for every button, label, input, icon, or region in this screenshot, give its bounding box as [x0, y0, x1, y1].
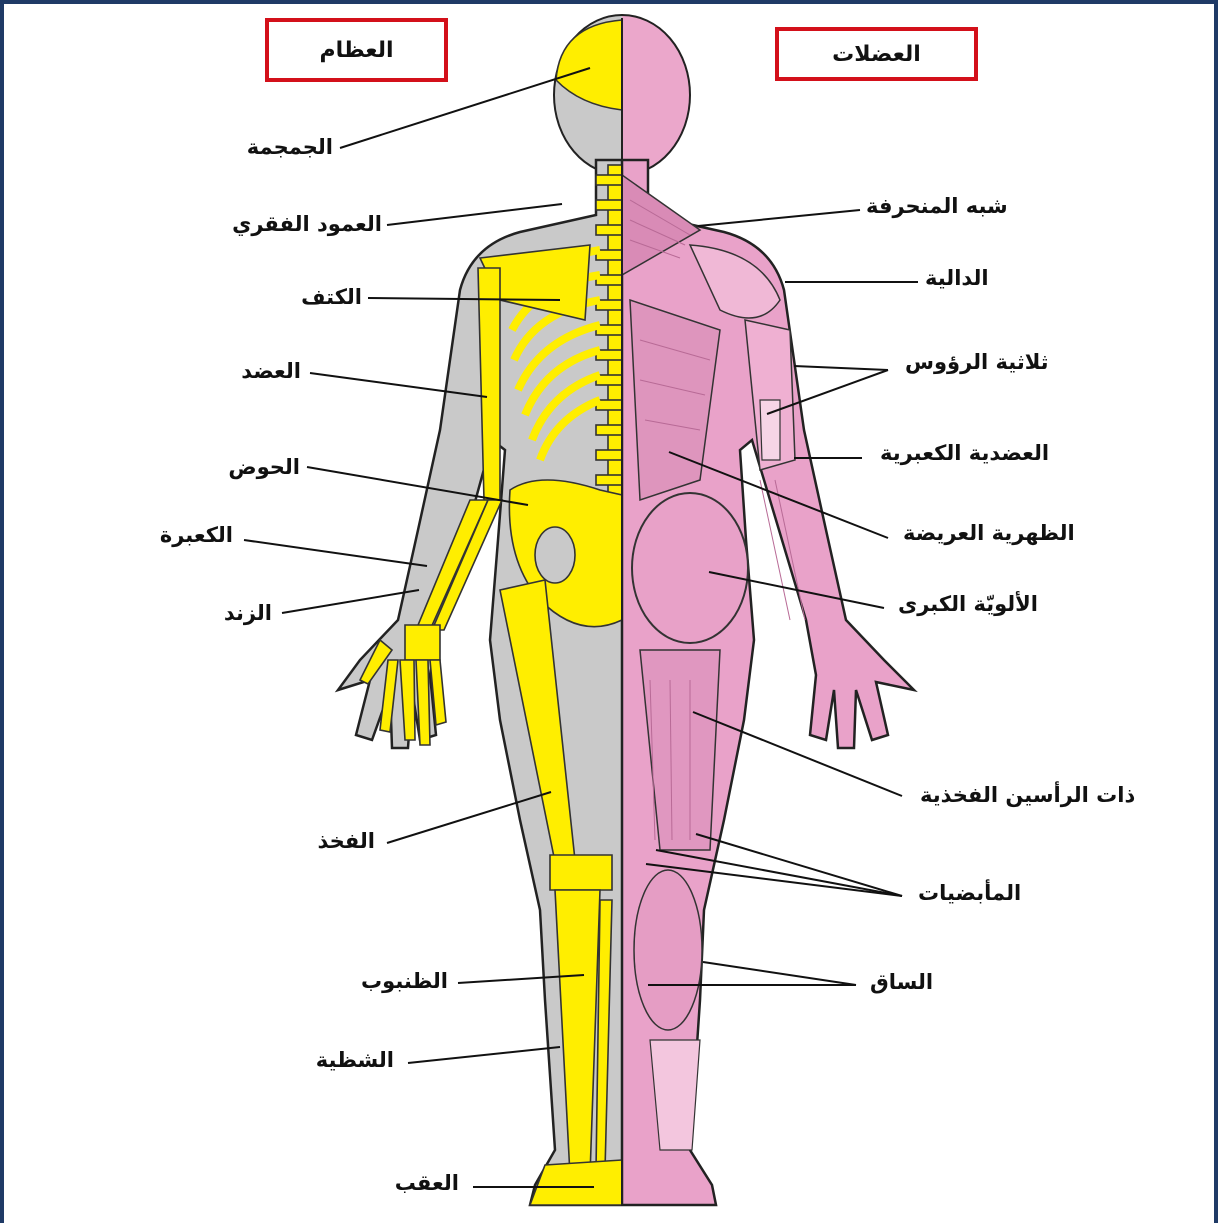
label-biceps-femoris: ذات الرأسين الفخذية	[920, 785, 1135, 806]
label-ulna: الزند	[224, 603, 272, 624]
label-tibia: الظنبوب	[361, 971, 448, 992]
muscles-header-text: العضلات	[832, 42, 921, 67]
label-hamstrings: المأبضيات	[918, 883, 1021, 904]
label-radius: الكعبرة	[160, 525, 233, 546]
label-shoulder: الكتف	[301, 287, 362, 308]
label-latissimus: الظهرية العريضة	[903, 523, 1075, 544]
label-heel: العقب	[395, 1173, 459, 1194]
label-trapezius: شبه المنحرفة	[866, 196, 1008, 217]
label-calf: الساق	[870, 972, 933, 993]
label-humerus: العضد	[241, 361, 301, 382]
label-triceps: ثلاثية الرؤوس	[905, 352, 1049, 373]
label-skull: الجمجمة	[247, 137, 333, 158]
muscles-header: العضلات	[775, 27, 978, 81]
label-deltoid: الدالية	[925, 268, 989, 289]
label-fibula: الشظية	[316, 1050, 394, 1071]
bones-header-text: العظام	[319, 38, 393, 63]
label-pelvis: الحوض	[228, 457, 300, 478]
label-brachioradialis: العضدية الكعبرية	[880, 443, 1049, 464]
label-gluteus: الألويّة الكبرى	[898, 594, 1038, 615]
label-femur: الفخذ	[318, 831, 375, 852]
label-spine: العمود الفقري	[232, 214, 382, 235]
bones-header: العظام	[265, 18, 448, 82]
